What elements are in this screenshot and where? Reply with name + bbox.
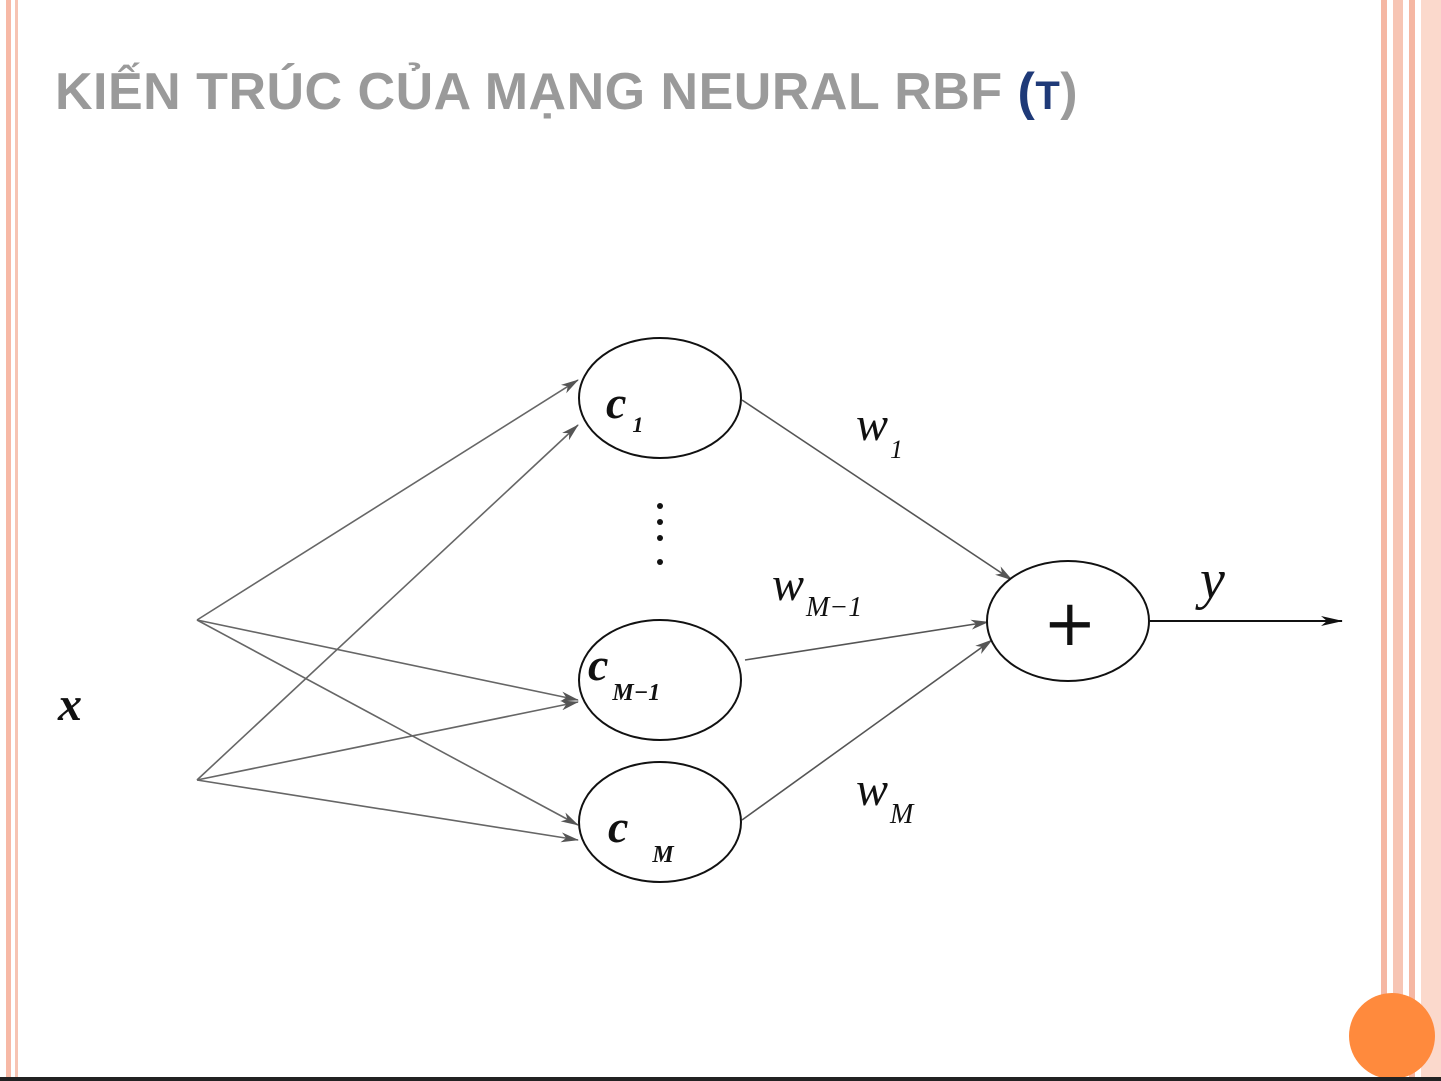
- wm-label: wM: [856, 763, 915, 830]
- slide-accent-dot: [1349, 993, 1435, 1079]
- ellipsis-dots: [657, 503, 663, 565]
- cm-main: c: [608, 801, 628, 852]
- edge-in2-cm: [197, 780, 578, 840]
- edge-in2-c1: [197, 425, 578, 780]
- edge-in2-cm1: [197, 702, 578, 780]
- cm1-main: c: [588, 639, 608, 690]
- w1-sub: 1: [890, 435, 903, 464]
- c1-main: c: [606, 377, 626, 428]
- w1-main: w: [856, 398, 888, 451]
- wm1-label: wM−1: [772, 558, 862, 623]
- input-edges: [197, 380, 578, 840]
- center-node-c1: [579, 338, 741, 458]
- sum-symbol: +: [1043, 587, 1097, 661]
- edge-cm1-sum: [745, 622, 988, 660]
- edge-in1-cm1: [197, 620, 578, 700]
- wm1-main: w: [772, 558, 804, 611]
- wm1-sub: M−1: [805, 592, 862, 623]
- cm-sub: M: [651, 842, 675, 868]
- wm-sub: M: [889, 799, 915, 830]
- cm1-sub: M−1: [611, 680, 660, 706]
- c1-sub: 1: [632, 412, 643, 437]
- edge-in1-cm: [197, 620, 578, 825]
- bottom-rule: [0, 1077, 1441, 1081]
- w1-label: w1: [856, 398, 903, 464]
- edge-in1-c1: [197, 380, 578, 620]
- output-label: y: [1195, 549, 1225, 611]
- input-label: x: [57, 678, 82, 731]
- wm-main: w: [856, 763, 888, 816]
